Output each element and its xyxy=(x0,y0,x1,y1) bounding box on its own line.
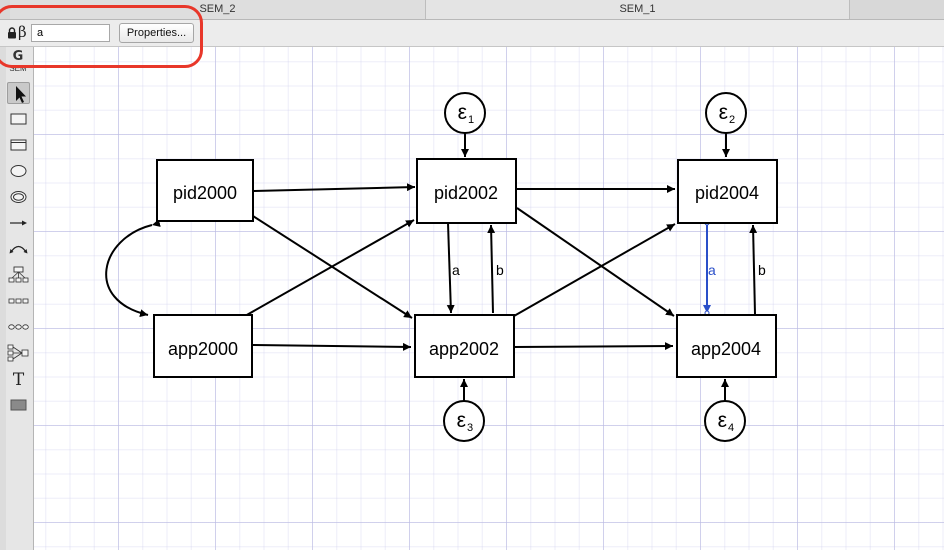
error-e1[interactable]: ε 1 xyxy=(444,92,486,134)
measurement-component-tool[interactable] xyxy=(7,264,30,286)
observed-set-tool[interactable] xyxy=(7,290,30,312)
generalized-variable-tool[interactable] xyxy=(7,134,30,156)
three-ovals-icon xyxy=(8,324,29,330)
area-tool[interactable] xyxy=(7,394,30,416)
error-symbol-e2: ε xyxy=(719,101,728,124)
builder-badge: G xyxy=(12,49,24,64)
arrow-right-icon xyxy=(10,220,27,226)
sem-path-diagram: pid2000 app2000 pid2002 app2002 pid2004 … xyxy=(105,92,778,442)
error-sub-e4: 4 xyxy=(728,422,734,434)
node-label-app2000: app2000 xyxy=(168,339,238,359)
contextual-toolbar: β Properties... xyxy=(0,20,944,47)
builder-badge-label: SEM xyxy=(9,64,27,73)
path-app2002-pid2002[interactable] xyxy=(487,224,496,314)
error-sub-e1: 1 xyxy=(468,114,474,126)
constraint-label-a-2004[interactable]: a xyxy=(708,262,716,278)
constraint-label-a-2002[interactable]: a xyxy=(452,262,460,278)
measurement-component-icon xyxy=(8,266,29,283)
node-label-pid2002: pid2002 xyxy=(434,183,498,203)
text-t-icon: T xyxy=(13,370,25,390)
svg-text:T: T xyxy=(13,370,25,390)
node-label-app2004: app2004 xyxy=(691,339,761,359)
tab-sem-2[interactable]: SEM_2 xyxy=(10,0,426,19)
constraint-label-b-2002[interactable]: b xyxy=(496,262,504,278)
tab-bar: SEM_2 SEM_1 xyxy=(0,0,944,20)
regression-component-tool[interactable] xyxy=(7,342,30,364)
path-pid2000-pid2002[interactable] xyxy=(252,183,416,192)
tool-panel xyxy=(6,47,34,550)
rectangle-icon xyxy=(10,113,27,125)
node-label-pid2000: pid2000 xyxy=(173,183,237,203)
covariance-tool[interactable] xyxy=(7,238,30,260)
path-pid2002-app2002[interactable] xyxy=(446,222,455,314)
error-e4[interactable]: ε 4 xyxy=(704,400,746,442)
regression-component-icon xyxy=(7,344,29,362)
constraint-label-b-2004[interactable]: b xyxy=(758,262,766,278)
error-sub-e2: 2 xyxy=(729,114,735,126)
node-app2002[interactable]: app2002 xyxy=(414,314,515,378)
error-symbol-e3: ε xyxy=(457,409,466,432)
text-tool[interactable]: T xyxy=(7,368,30,390)
node-label-app2002: app2002 xyxy=(429,339,499,359)
node-pid2004[interactable]: pid2004 xyxy=(677,159,778,224)
error-e2[interactable]: ε 2 xyxy=(705,92,747,134)
path-tool[interactable] xyxy=(7,212,30,234)
error-symbol-e4: ε xyxy=(718,409,727,432)
multilevel-latent-tool[interactable] xyxy=(7,186,30,208)
covariance-curve[interactable] xyxy=(105,219,161,318)
path-app2000-app2002[interactable] xyxy=(251,342,412,351)
curved-arrow-icon xyxy=(9,245,28,254)
path-app2002-app2004[interactable] xyxy=(513,342,674,351)
node-app2000[interactable]: app2000 xyxy=(153,314,253,378)
error-e3[interactable]: ε 3 xyxy=(443,400,485,442)
oval-icon xyxy=(10,165,27,177)
beta-icon[interactable]: β xyxy=(18,23,27,41)
path-app2004-pid2004[interactable] xyxy=(749,224,758,315)
three-boxes-icon xyxy=(8,298,29,304)
node-app2004[interactable]: app2004 xyxy=(676,314,777,378)
arrow-pointer-icon xyxy=(16,86,26,103)
double-oval-icon xyxy=(10,191,27,203)
tab-sem-1[interactable]: SEM_1 xyxy=(426,0,850,19)
filled-rectangle-icon xyxy=(10,399,27,411)
diagram-canvas[interactable]: pid2000 app2000 pid2002 app2002 pid2004 … xyxy=(34,47,944,550)
path-app2002-pid2004[interactable] xyxy=(513,223,676,317)
observed-variable-tool[interactable] xyxy=(7,108,30,130)
properties-button[interactable]: Properties... xyxy=(119,23,194,43)
path-app2000-pid2002[interactable] xyxy=(244,219,415,317)
double-rectangle-icon xyxy=(10,139,27,151)
node-label-pid2004: pid2004 xyxy=(695,183,759,203)
path-pid2002-app2004[interactable] xyxy=(516,207,675,317)
select-tool[interactable] xyxy=(7,82,30,104)
node-pid2000[interactable]: pid2000 xyxy=(156,159,254,222)
error-sub-e3: 3 xyxy=(467,422,473,434)
latent-variable-tool[interactable] xyxy=(7,160,30,182)
node-pid2002[interactable]: pid2002 xyxy=(416,158,517,224)
error-symbol-e1: ε xyxy=(458,101,467,124)
lock-icon[interactable] xyxy=(7,27,17,39)
latent-set-tool[interactable] xyxy=(7,316,30,338)
constraint-input[interactable] xyxy=(31,24,110,42)
